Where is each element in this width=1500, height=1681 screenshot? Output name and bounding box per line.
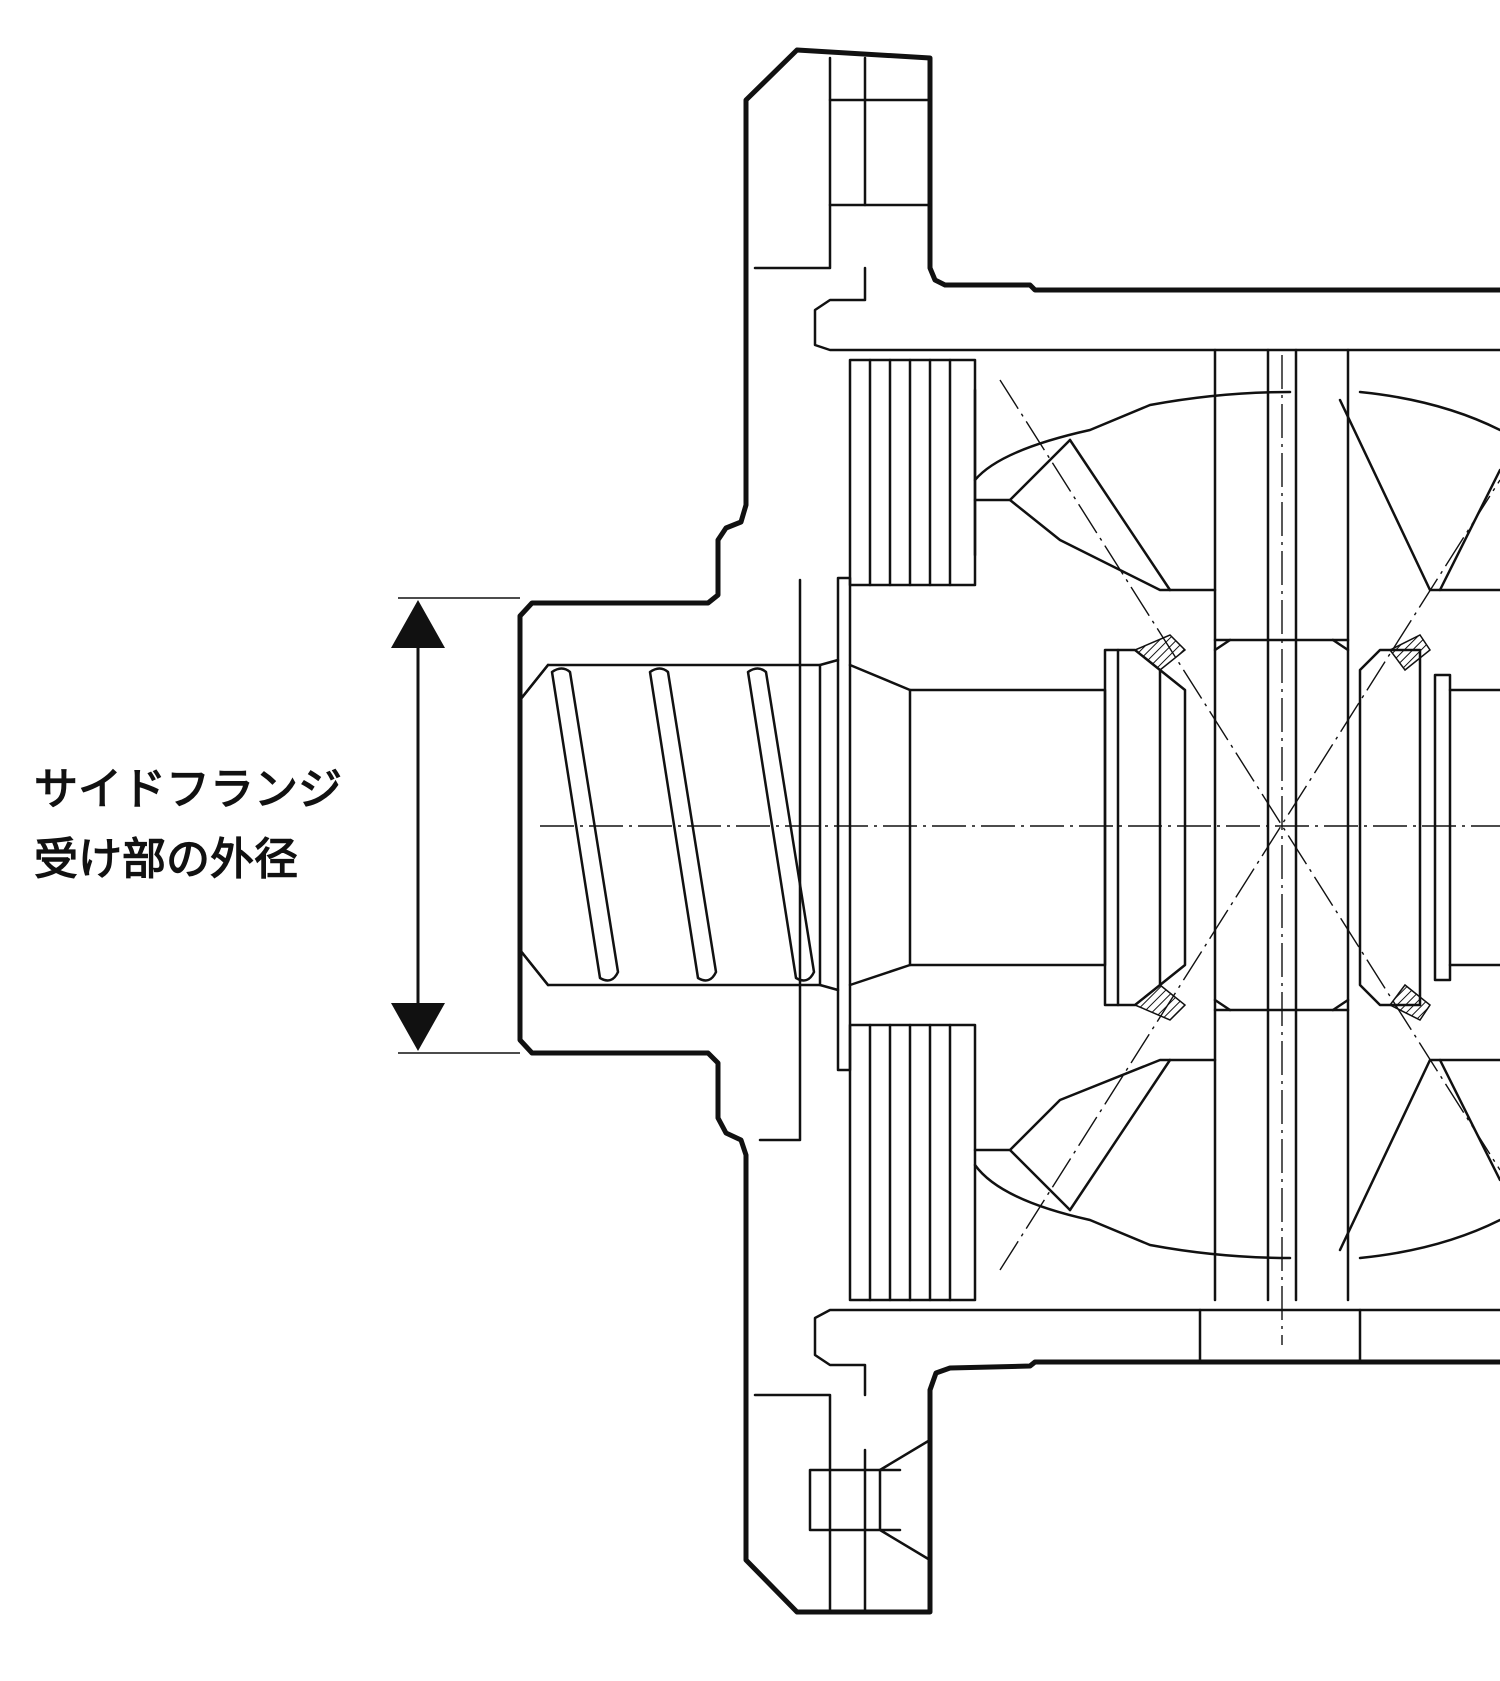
side-gear-ring-left: [1103, 634, 1187, 1021]
side-gear-ring-right: [1358, 634, 1500, 1021]
pinion-shaft: [1198, 348, 1362, 1364]
dimension-label-line-2: 受け部の外径: [34, 834, 298, 885]
dimension-arrow-up-icon: [391, 600, 445, 648]
differential-case-outline: [517, 47, 1500, 1615]
side-gear-threaded-hub: [518, 576, 852, 1072]
pinion-gear-upper: [973, 390, 1500, 592]
outer-diameter-dimension: [391, 597, 520, 1054]
dimension-label-line-1: サイドフランジ: [34, 764, 342, 815]
clutch-plate-pack-lower: [848, 1023, 977, 1302]
dimension-arrow-down-icon: [391, 1003, 445, 1051]
center-lines: [540, 355, 1500, 1345]
side-flange-cone: [848, 663, 1107, 987]
dimension-label: サイドフランジ 受け部の外径: [34, 755, 404, 895]
pinion-gear-lower: [973, 1058, 1500, 1260]
clutch-plate-pack-upper: [848, 358, 977, 587]
